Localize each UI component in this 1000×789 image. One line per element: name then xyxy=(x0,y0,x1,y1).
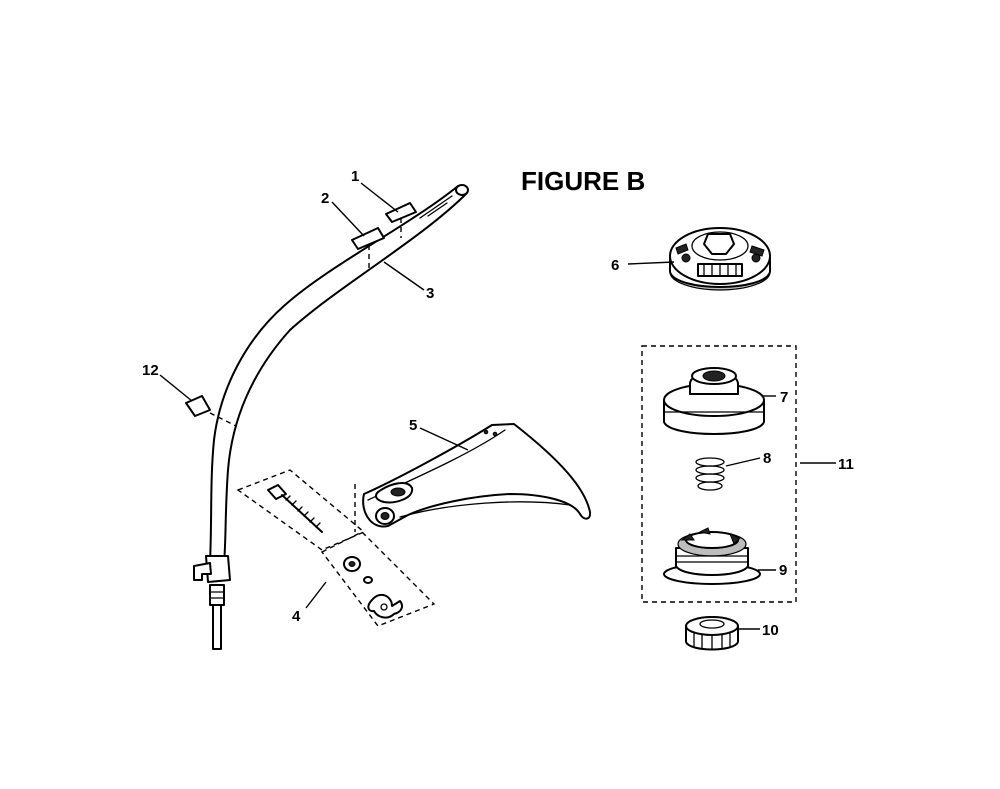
callout-7: 7 xyxy=(780,389,788,406)
shaft-part-3 xyxy=(193,184,469,650)
callout-12: 12 xyxy=(142,362,159,379)
hardware-kit-part-4 xyxy=(236,469,436,627)
label-part-2 xyxy=(351,227,385,250)
callout-11: 11 xyxy=(838,456,854,473)
kit-box-part-11 xyxy=(641,345,797,603)
callout-9: 9 xyxy=(779,562,787,579)
guard-part-5 xyxy=(362,423,592,528)
callout-3: 3 xyxy=(426,285,434,302)
label-part-1 xyxy=(385,202,417,223)
callout-1: 1 xyxy=(351,168,359,185)
knob-part-10 xyxy=(685,616,739,651)
spring-part-8 xyxy=(695,457,725,491)
callout-8: 8 xyxy=(763,450,771,467)
spool-part-9 xyxy=(663,527,761,585)
cover-part-7 xyxy=(663,367,765,435)
figure-title: FIGURE B xyxy=(521,166,645,196)
callout-2: 2 xyxy=(321,190,329,207)
callout-10: 10 xyxy=(762,622,779,639)
callout-6: 6 xyxy=(611,257,619,274)
callout-4: 4 xyxy=(292,608,301,625)
trimmer-head-part-6 xyxy=(669,227,771,291)
callout-5: 5 xyxy=(409,417,417,434)
